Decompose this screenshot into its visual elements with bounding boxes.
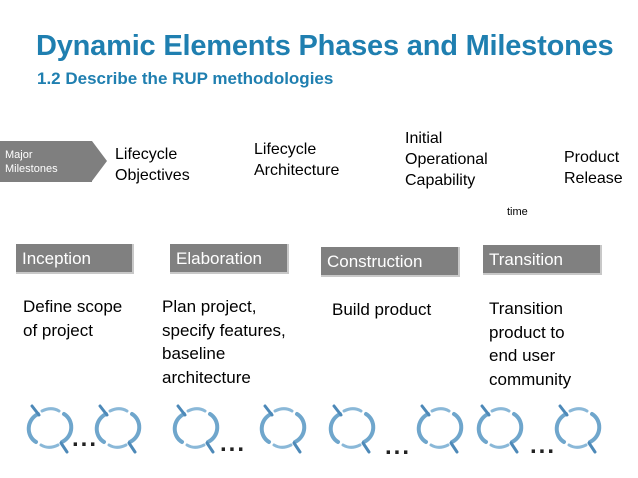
- iteration-cycle-icon: [262, 406, 305, 452]
- page-title: Dynamic Elements Phases and Milestones: [36, 30, 613, 63]
- milestone-initial-operational-capability: Initial Operational Capability: [405, 128, 488, 191]
- phase-elaboration: Elaboration: [170, 244, 289, 274]
- iteration-cycle-icon: [29, 406, 72, 452]
- iteration-ellipsis: ...: [530, 432, 556, 460]
- milestone-product-release: Product Release: [564, 147, 623, 189]
- phase-transition: Transition: [483, 245, 602, 275]
- iteration-cycle-icon: [419, 406, 462, 452]
- phase-inception-description: Define scope of project: [23, 295, 122, 342]
- milestone-lifecycle-objectives: Lifecycle Objectives: [115, 144, 190, 186]
- phase-construction: Construction: [321, 247, 460, 277]
- major-milestones-arrow: [92, 141, 107, 181]
- phase-transition-description: Transition product to end user community: [489, 297, 571, 391]
- phase-inception: Inception: [16, 244, 134, 274]
- time-label: time: [507, 206, 528, 218]
- iteration-ellipsis: ...: [72, 425, 98, 453]
- page-subtitle: 1.2 Describe the RUP methodologies: [37, 69, 333, 89]
- iteration-cycle-icon: [97, 406, 140, 452]
- iteration-cycle-icon: [175, 406, 218, 452]
- iteration-cycle-icon: [331, 406, 374, 452]
- major-milestones-label: Major Milestones: [5, 148, 58, 176]
- iteration-cycle-icon: [479, 406, 522, 452]
- milestone-lifecycle-architecture: Lifecycle Architecture: [254, 139, 339, 181]
- iteration-ellipsis: ...: [220, 430, 246, 458]
- phase-elaboration-description: Plan project, specify features, baseline…: [162, 295, 286, 389]
- iteration-ellipsis: ...: [385, 433, 411, 461]
- iteration-cycle-icon: [557, 406, 600, 452]
- phase-construction-description: Build product: [332, 298, 431, 322]
